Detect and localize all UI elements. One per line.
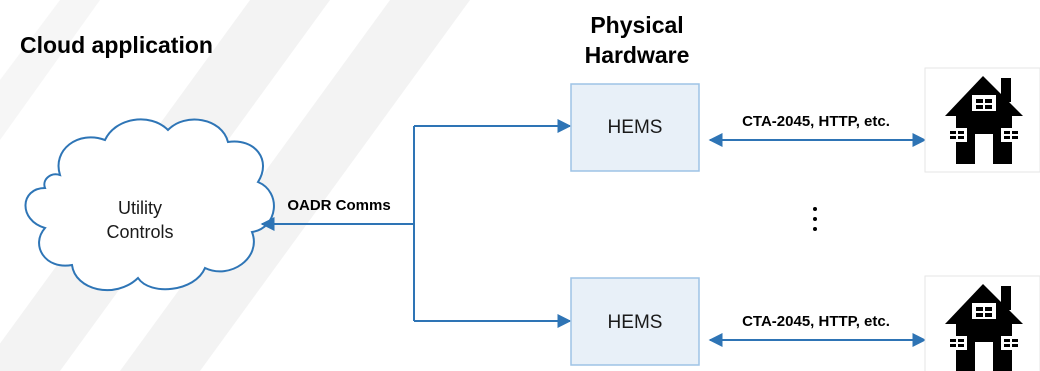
hems-bottom-label: HEMS bbox=[608, 312, 663, 333]
home-link-top: CTA-2045, HTTP, etc. bbox=[708, 113, 927, 147]
cloud-shape bbox=[24, 118, 275, 292]
oadr-comms-label: OADR Comms bbox=[287, 197, 390, 214]
house-icon bbox=[924, 67, 1040, 173]
cloud-label-line2: Controls bbox=[106, 222, 173, 242]
hems-box-top-frame bbox=[570, 83, 700, 172]
physical-hardware-title-line2: Hardware bbox=[585, 42, 690, 68]
house-icon bbox=[924, 275, 1040, 371]
hems-box-bottom-frame bbox=[570, 277, 700, 366]
oadr-connection: OADR Comms bbox=[260, 119, 572, 328]
home-link-top-label: CTA-2045, HTTP, etc. bbox=[742, 113, 890, 130]
cloud-application-title: Cloud application bbox=[20, 32, 213, 58]
hems-top-label: HEMS bbox=[608, 117, 663, 138]
vertical-ellipsis bbox=[813, 207, 817, 231]
cloud-label-line1: Utility bbox=[118, 198, 162, 218]
physical-hardware-title-line1: Physical bbox=[590, 12, 683, 38]
home-link-bottom: CTA-2045, HTTP, etc. bbox=[708, 313, 927, 347]
hems-box-bottom: HEMS bbox=[570, 277, 700, 366]
utility-controls-cloud: Utility Controls bbox=[24, 118, 275, 292]
hems-box-top: HEMS bbox=[570, 83, 700, 172]
home-link-bottom-label: CTA-2045, HTTP, etc. bbox=[742, 313, 890, 330]
